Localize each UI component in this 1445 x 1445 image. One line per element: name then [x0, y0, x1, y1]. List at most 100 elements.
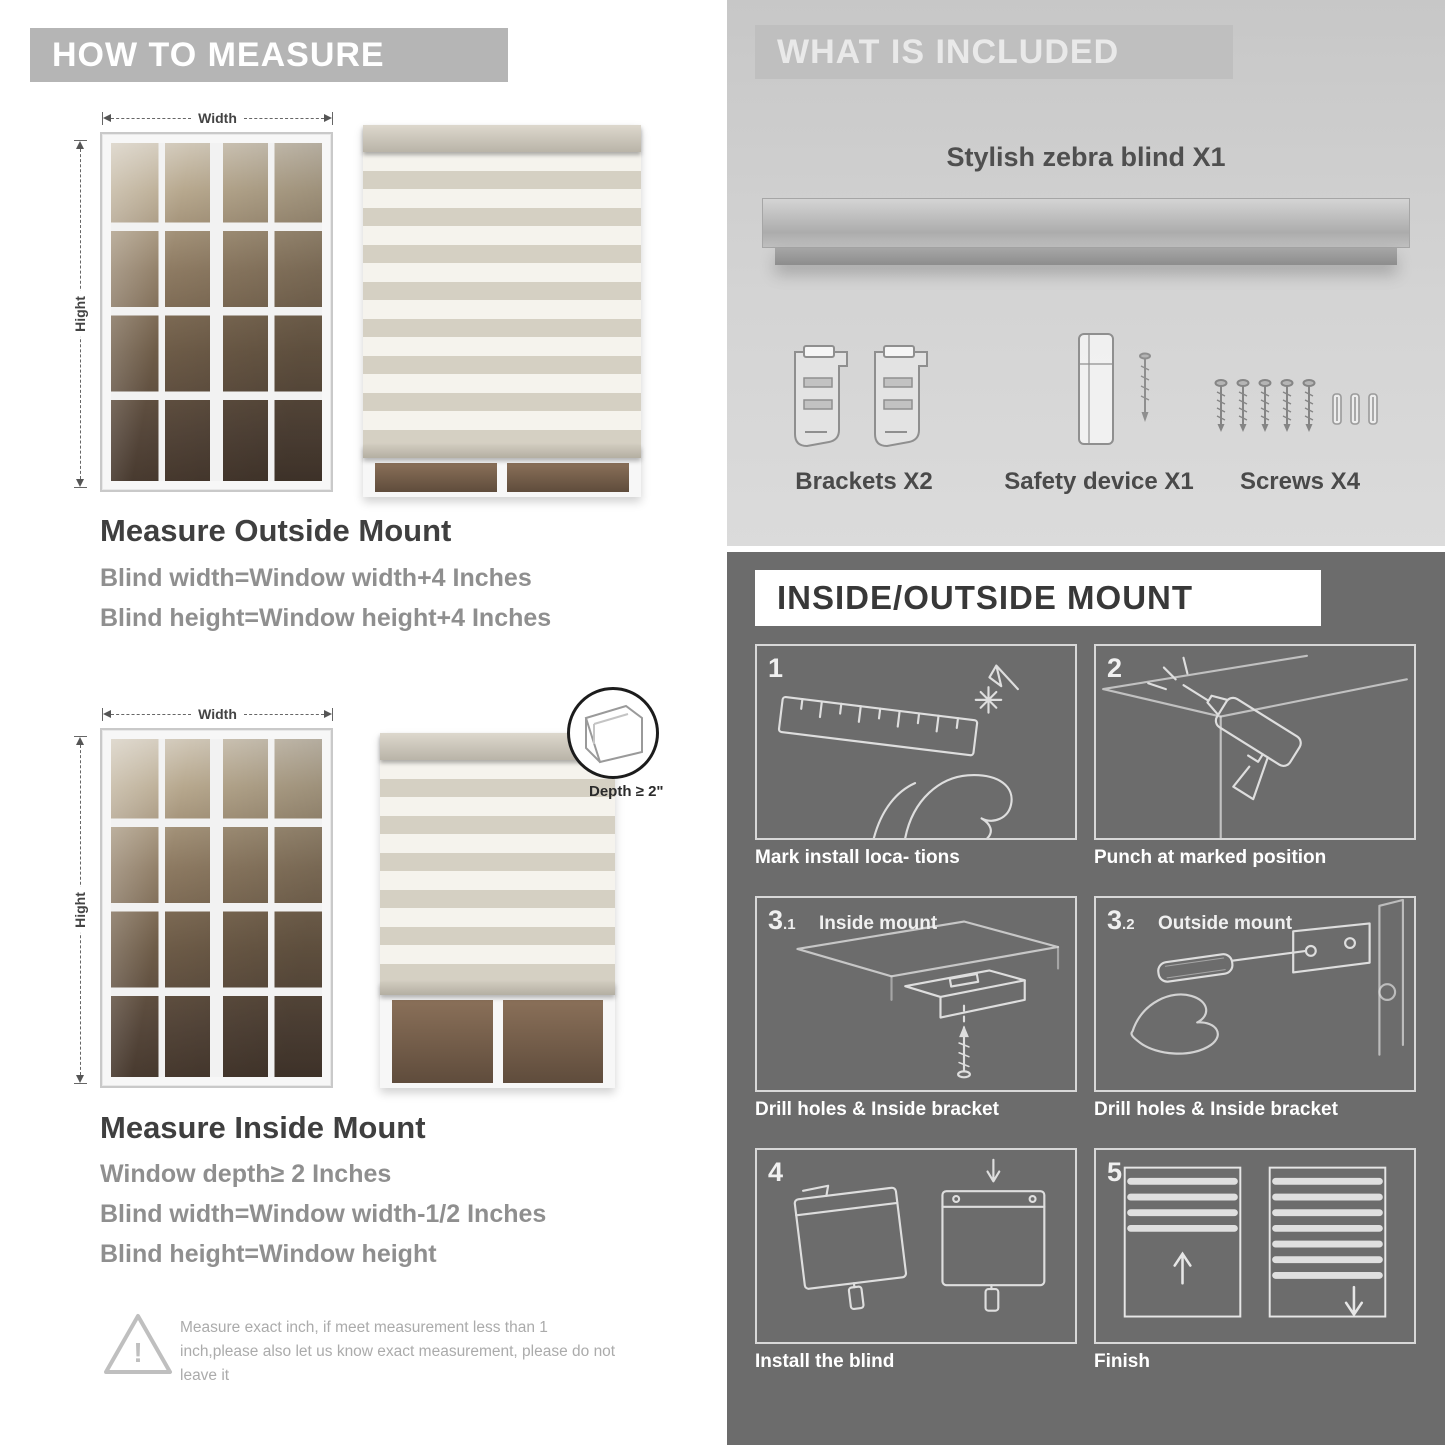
height-label: Hight [70, 887, 91, 933]
warning-exclamation: ! [133, 1337, 142, 1368]
window-corner-detail-icon [584, 704, 643, 764]
headrail-bar [762, 198, 1410, 248]
arrow-down-icon [76, 479, 84, 487]
outside-formula-width: Blind width=Window width+4 Inches [100, 564, 532, 592]
mount-steps-grid: 1 Mark install loca- tions [755, 644, 1416, 1373]
step-3-1-caption: Drill holes & Inside bracket [755, 1099, 999, 1120]
window-illustration-outside [100, 132, 333, 492]
arrow-left-icon [103, 710, 111, 718]
depth-detail-circle [567, 687, 659, 779]
blind-stripes [380, 760, 615, 982]
step-4: 4 [755, 1148, 1077, 1373]
arrow-tick [73, 736, 87, 737]
measure-warning-text: Measure exact inch, if meet measurement … [180, 1319, 616, 1385]
arrow-tick [73, 140, 87, 141]
step-4-caption: Install the blind [755, 1351, 895, 1372]
arrow-right-icon [324, 114, 332, 122]
outside-mount-label: Outside mount [1158, 913, 1293, 934]
window-peek [363, 458, 641, 497]
zebra-blind-count-label: Stylish zebra blind X1 [946, 142, 1226, 172]
window-peek [380, 995, 615, 1088]
safety-device-icon [1078, 333, 1151, 445]
dashed-line [243, 117, 324, 119]
how-to-measure-title: HOW TO MEASURE [52, 35, 385, 74]
outside-mount-title: Measure Outside Mount [100, 513, 452, 548]
window-pane [502, 1000, 603, 1083]
zebra-blind-headrail-illustration [762, 198, 1410, 265]
arrow-left-icon [103, 114, 111, 122]
dashed-line [79, 324, 81, 479]
step-number: 1 [768, 653, 784, 683]
dashed-line [79, 745, 81, 900]
blind-bottom-rail [380, 982, 615, 995]
what-is-included-section: WHAT IS INCLUDED Stylish zebra blind X1 [727, 0, 1445, 546]
dashed-line [79, 149, 81, 304]
step-1: 1 Mark install loca- tions [755, 644, 1077, 869]
arrow-tick [332, 111, 333, 125]
step-number: 3.1 [768, 905, 796, 935]
step-number: 2 [1107, 653, 1123, 683]
arrow-tick [102, 111, 103, 125]
dashed-line [79, 920, 81, 1075]
window-pane [392, 1000, 493, 1083]
window-illustration-inside [100, 728, 333, 1088]
inside-formula-depth: Window depth≥ 2 Inches [100, 1160, 392, 1188]
how-to-measure-section: HOW TO MEASURE Width Hight Measure Outsi… [0, 0, 712, 1445]
window-photo [111, 143, 322, 481]
step-5: 5 Finish [1094, 1148, 1416, 1373]
step-3-1-panel: 3.1 Inside mount [755, 896, 1077, 1092]
height-arrow-inside: Hight [70, 736, 91, 1084]
drill-illustration [1102, 654, 1408, 838]
width-label: Width [198, 706, 237, 722]
window-photo [111, 739, 322, 1077]
step-number: 3.2 [1107, 905, 1135, 935]
step-5-caption: Finish [1094, 1351, 1150, 1372]
step-3-2-caption: Drill holes & Inside bracket [1094, 1099, 1338, 1120]
height-arrow-outside: Hight [70, 140, 91, 488]
step-4-panel: 4 [755, 1148, 1077, 1344]
install-blind-illustration [793, 1158, 1046, 1312]
inside-outside-mount-header: INSIDE/OUTSIDE MOUNT [755, 570, 1321, 626]
finished-blinds-illustration [1123, 1166, 1387, 1318]
window-pane [375, 463, 497, 492]
step-number: 5 [1107, 1157, 1123, 1187]
step-1-panel: 1 [755, 644, 1077, 840]
dashed-line [243, 713, 324, 715]
step-number: 4 [768, 1157, 784, 1187]
depth-label: Depth ≥ 2" [589, 783, 664, 800]
arrow-tick [73, 487, 87, 488]
what-is-included-title: WHAT IS INCLUDED [777, 32, 1120, 71]
outside-bracket-illustration [1130, 898, 1404, 1056]
arrow-right-icon [324, 710, 332, 718]
step-1-caption: Mark install loca- tions [755, 847, 960, 868]
inside-mount-label: Inside mount [819, 913, 938, 934]
dashed-line [111, 117, 192, 119]
screws-label: Screws X4 [1239, 468, 1361, 495]
step-5-panel: 5 [1094, 1148, 1416, 1344]
what-is-included-header: WHAT IS INCLUDED [755, 25, 1233, 79]
inside-formula-width: Blind width=Window width-1/2 Inches [100, 1200, 547, 1228]
width-label: Width [198, 110, 237, 126]
outside-formula-height: Blind height=Window height+4 Inches [100, 604, 552, 632]
how-to-measure-header: HOW TO MEASURE [30, 28, 508, 82]
blind-headrail [363, 125, 641, 152]
window-pane [507, 463, 629, 492]
arrow-up-icon [76, 737, 84, 745]
inside-bracket-illustration [796, 920, 1060, 1079]
screws-icon [1214, 379, 1378, 433]
arrow-tick [102, 707, 103, 721]
step-3-1: 3.1 Inside mount [755, 896, 1077, 1121]
arrow-tick [332, 707, 333, 721]
headrail-lip [775, 248, 1397, 265]
arrow-up-icon [76, 141, 84, 149]
brackets-icon [794, 345, 928, 447]
blind-bottom-rail [363, 445, 641, 458]
mount-instructions-section: INSIDE/OUTSIDE MOUNT 1 [727, 552, 1445, 1445]
step-2: 2 Punch [1094, 644, 1416, 869]
width-arrow-outside: Width [102, 110, 333, 126]
width-arrow-inside: Width [102, 706, 333, 722]
arrow-tick [73, 1083, 87, 1084]
step-3-2-panel: 3.2 Outside mount [1094, 896, 1416, 1092]
inside-outside-mount-title: INSIDE/OUTSIDE MOUNT [777, 579, 1194, 616]
dashed-line [111, 713, 192, 715]
